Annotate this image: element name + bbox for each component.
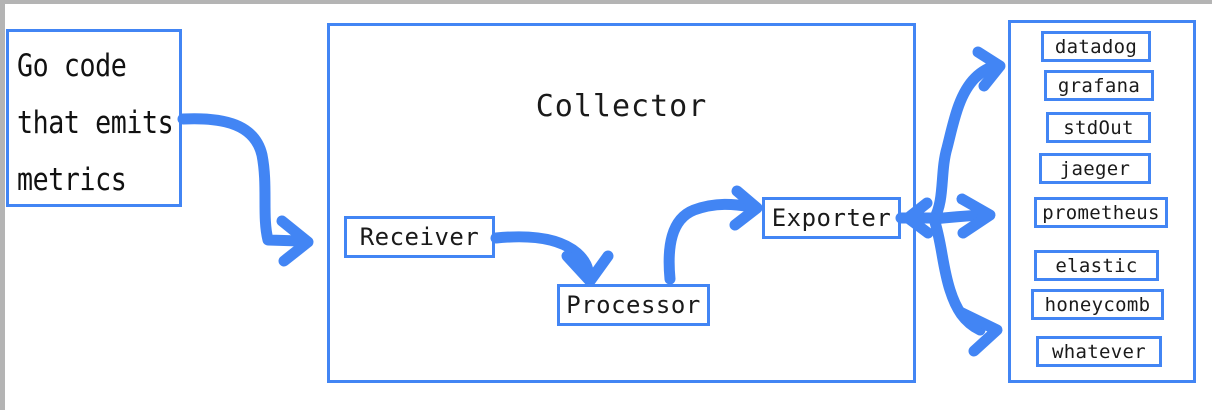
source-code-box[interactable]: Go code that emits metrics <box>6 29 182 207</box>
backend-item-elastic[interactable]: elastic <box>1034 250 1159 281</box>
backend-label: elastic <box>1055 254 1138 277</box>
backend-label: whatever <box>1052 340 1146 363</box>
backend-item-jaeger[interactable]: jaeger <box>1039 153 1151 184</box>
backend-item-grafana[interactable]: grafana <box>1044 70 1154 101</box>
arrow-fanout-bottom <box>928 213 1003 357</box>
backend-item-stdout[interactable]: stdOut <box>1046 112 1151 143</box>
processor-label: Processor <box>566 291 701 319</box>
source-line-1: Go code <box>17 48 127 84</box>
processor-node[interactable]: Processor <box>557 284 710 326</box>
page-chrome-top <box>0 0 1212 4</box>
source-line-2: that emits <box>17 105 174 141</box>
backend-item-honeycomb[interactable]: honeycomb <box>1031 289 1164 320</box>
exporter-node[interactable]: Exporter <box>762 197 901 239</box>
backend-label: honeycomb <box>1044 293 1151 316</box>
arrow-fanout-top <box>928 46 1006 225</box>
backend-item-whatever[interactable]: whatever <box>1036 336 1162 367</box>
arrow-source-to-receiver <box>177 113 314 267</box>
backend-label: grafana <box>1057 74 1141 97</box>
page-chrome-left <box>0 0 5 410</box>
backend-label: jaeger <box>1059 157 1131 180</box>
backend-label: datadog <box>1054 35 1138 58</box>
exporter-label: Exporter <box>771 204 892 232</box>
backend-item-datadog[interactable]: datadog <box>1041 31 1151 62</box>
source-line-3: metrics <box>17 162 127 198</box>
backend-label: stdOut <box>1063 116 1134 139</box>
receiver-label: Receiver <box>359 223 480 251</box>
arrow-fanout-middle <box>928 193 996 239</box>
backend-label: prometheus <box>1042 201 1160 224</box>
collector-title: Collector <box>535 89 708 124</box>
receiver-node[interactable]: Receiver <box>344 216 495 258</box>
backend-item-prometheus[interactable]: prometheus <box>1034 197 1168 228</box>
